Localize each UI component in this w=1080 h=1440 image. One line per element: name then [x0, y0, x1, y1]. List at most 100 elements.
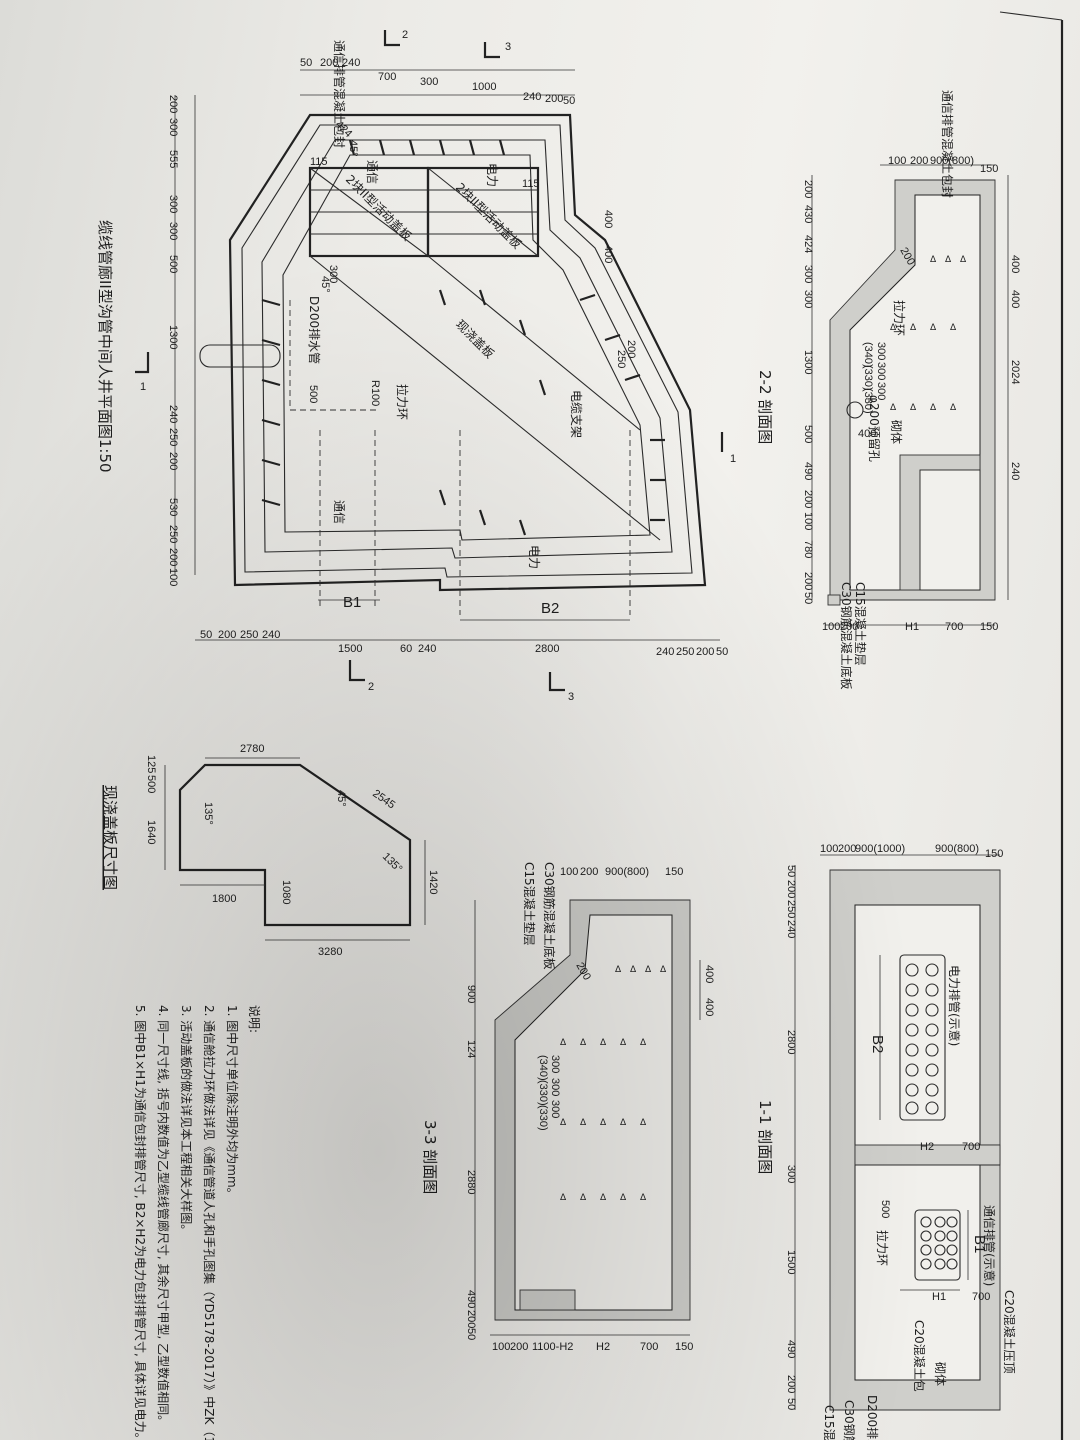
svg-text:ᐃ: ᐃ: [945, 255, 952, 265]
s22-left-dim-0: 200: [802, 180, 814, 198]
svg-text:ᐃ: ᐃ: [630, 965, 637, 975]
s11-label-c20a: C20混凝土压顶: [1002, 1290, 1017, 1374]
plan-top-dim-0: 50: [300, 57, 312, 69]
s33-bottom-dim-5: 150: [675, 1341, 693, 1353]
plan-label-115b: 115: [522, 178, 540, 190]
plan-section-mark-1: 3: [505, 41, 511, 53]
s11-label-pull-ring: 拉力环: [875, 1230, 890, 1266]
s22-left-dim-11: 200: [802, 572, 814, 590]
s33-left-dim-1: 124: [465, 1040, 477, 1058]
s22-step-dim-3: (340): [862, 342, 874, 368]
plan-top-dim-8: 50: [563, 95, 575, 107]
section-11: 100 200 900(1000) 900(800) 150 50 200 25…: [756, 843, 1017, 1440]
cover-dim-6: 1640: [145, 820, 157, 844]
s22-label-cushion: C15混凝土垫层: [853, 582, 868, 666]
s11-left-dim-0: 50: [785, 865, 797, 877]
plan-bottom-dim-9: 250: [676, 646, 694, 658]
s11-label-cushion: C15混凝土垫层: [822, 1405, 837, 1440]
s11-label-power-duct: 电力排管(示意): [947, 965, 962, 1046]
s22-top-dim-2: 900(800): [930, 155, 974, 167]
s22-bottom-dim-1: 200: [840, 621, 858, 633]
s22-bottom-dim-0: 100: [822, 621, 840, 633]
plan-label-panel-b: 2块II型活动盖板: [453, 180, 524, 251]
plan-bottom-dim-2: 250: [240, 629, 258, 641]
s11-label-c20b: C20混凝土包: [912, 1320, 927, 1392]
plan-bottom-dim-3: 240: [262, 629, 280, 641]
plan-bottom-dim-11: 50: [716, 646, 728, 658]
cover-angle-2: 135°: [380, 851, 405, 876]
s22-label-base: C30钢筋混凝土底板: [839, 582, 854, 690]
s22-bottom-dim-3: 700: [945, 621, 963, 633]
s33-bottom-dim-4: 700: [640, 1341, 658, 1353]
notes: 说明: 1. 图中尺寸单位除注明外均为mm。 2. 通信舱拉力环做法详见《通信管…: [133, 1005, 262, 1440]
s33-title: 3-3 剖面图: [421, 1120, 439, 1194]
s11-top-dim-4: 150: [985, 848, 1003, 860]
s22-bottom-dim-2: H1: [905, 621, 919, 633]
s33-left-dim-0: 900: [465, 985, 477, 1003]
plan-label-cast-cover: 现浇盖板: [453, 317, 497, 361]
cover-slab-diagram: 2780 2545 1420 3280 1800 1080 1640 500 1…: [101, 743, 439, 958]
plan-section-mark-3: 2: [368, 681, 374, 693]
s22-step-dim-5: (330): [862, 388, 874, 414]
s33-left-dim-2: 2880: [465, 1170, 477, 1194]
plan-left-dim-6: 1300: [167, 325, 179, 349]
cover-dim-7: 500: [145, 775, 157, 793]
s11-left-dim-8: 200: [785, 1375, 797, 1393]
plan-view: [135, 30, 724, 692]
s33-top-dim-1: 200: [580, 866, 598, 878]
s11-label-masonry: 砌体: [933, 1362, 947, 1386]
s11-left-dim-9: 50: [785, 1398, 797, 1410]
plan-inner-dim-2: 400: [602, 245, 614, 263]
plan-label-power-2: 电力: [527, 545, 541, 569]
s33-step-dim-1: 300: [549, 1078, 561, 1096]
plan-bottom-dim-1: 200: [218, 629, 236, 641]
svg-text:ᐃ: ᐃ: [600, 1038, 607, 1048]
svg-text:ᐃ: ᐃ: [560, 1193, 567, 1203]
s22-top-dim-3: 150: [980, 163, 998, 175]
cover-dim-5: 1080: [280, 880, 292, 904]
plan-bottom-dim-0: 50: [200, 629, 212, 641]
plan-left-dim-7: 240: [167, 405, 179, 423]
s33-label-base: C30钢筋混凝土底板: [542, 862, 557, 970]
s11-label-base: C30钢筋混凝土: [842, 1400, 857, 1440]
svg-text:ᐃ: ᐃ: [580, 1118, 587, 1128]
plan-bottom-dim-6: 240: [418, 643, 436, 655]
cover-dim-1: 2545: [370, 788, 397, 812]
frame-line-top: [999, 11, 1063, 21]
s22-step-dim-1: 300: [875, 362, 887, 380]
s11-label-500: 500: [879, 1200, 891, 1218]
s11-left-dim-3: 240: [785, 920, 797, 938]
s33-top-dim-3: 150: [665, 866, 683, 878]
svg-text:ᐃ: ᐃ: [580, 1038, 587, 1048]
s33-left-dim-3: 490: [465, 1290, 477, 1308]
s33-step-dim-3: (340): [537, 1055, 549, 1081]
plan-left-dim-10: 530: [167, 498, 179, 516]
plan-label-drain: D200排水管: [307, 296, 322, 364]
svg-text:ᐃ: ᐃ: [930, 255, 937, 265]
s22-left-dim-5: 1300: [802, 350, 814, 374]
svg-text:ᐃ: ᐃ: [890, 323, 897, 333]
notes-heading: 说明:: [247, 1005, 262, 1033]
plan-bottom-dim-10: 200: [696, 646, 714, 658]
svg-text:ᐃ: ᐃ: [615, 965, 622, 975]
plan-top-dim-6: 240: [523, 91, 541, 103]
plan-label-r100: R100: [369, 380, 381, 406]
plan-section-mark-4: 3: [568, 691, 574, 703]
plan-label-telecom-2: 通信: [332, 500, 346, 524]
s33-right-dim-1: 400: [703, 998, 715, 1016]
plan-label-encasement: 通信排管混凝土包封: [332, 40, 347, 148]
s11-label-700b: 700: [972, 1291, 990, 1303]
s33-top-dim-2: 900(800): [605, 866, 649, 878]
s11-label-h1: H1: [932, 1291, 946, 1303]
s33-top-dim-0: 100: [560, 866, 578, 878]
plan-top-dim-7: 200: [545, 93, 563, 105]
s33-label-cushion: C15混凝土垫层: [522, 862, 537, 946]
s22-step-dim-4: (330): [862, 365, 874, 391]
telecom-duct: [914, 1209, 961, 1281]
plan-label-telecom: 通信: [365, 160, 379, 184]
s11-top-dim-3: 900(800): [935, 843, 979, 855]
plan-section-mark-5: 1: [730, 453, 736, 465]
plan-bottom-dim-8: 240: [656, 646, 674, 658]
s22-label-masonry: 砌体: [889, 420, 903, 444]
